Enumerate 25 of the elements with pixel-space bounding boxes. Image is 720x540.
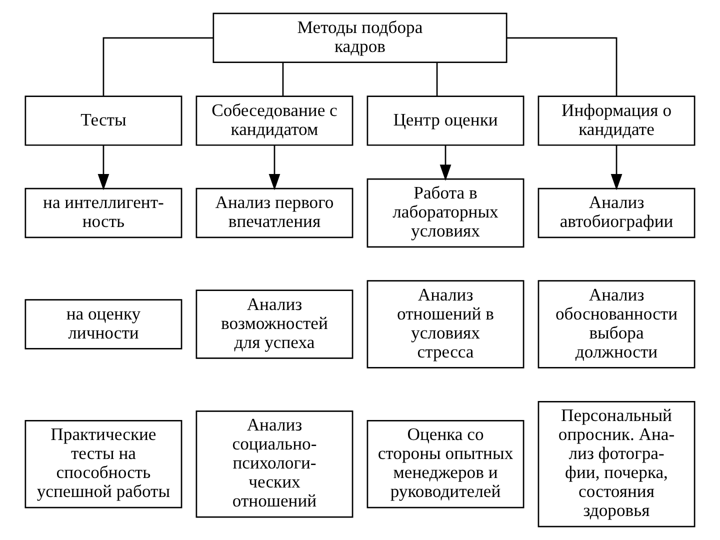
node-box: Практические тесты на способность успешной работы <box>24 420 182 508</box>
connector <box>436 62 438 96</box>
node-box: Тесты <box>24 96 182 146</box>
node-box: Анализ возможностей для успеха <box>196 290 354 359</box>
arrow <box>440 145 452 181</box>
arrow <box>268 145 280 190</box>
node-box: Анализ первого впечатления <box>196 188 354 238</box>
node-box: Персональный опросник. Ана- лиз фотогра- фии, почерка, состояния здоровья <box>538 400 696 528</box>
node-box: Анализ отношений в условиях стресса <box>366 280 524 368</box>
node-box: Оценка со стороны опытных менеджеров и руководителей <box>366 420 524 508</box>
node-box: Анализ обоснованности выбора должности <box>538 280 696 368</box>
node-box: на интеллигент- ность <box>24 188 182 238</box>
connector <box>282 62 284 96</box>
node-box: Работа в лабораторных условиях <box>366 178 524 248</box>
node-box: Методы подбора кадров <box>212 12 508 64</box>
node-box: Собеседование с кандидатом <box>196 96 354 146</box>
node-box: Анализ социально- психологи- ческих отношений <box>196 410 354 518</box>
node-box: Анализ автобиографии <box>538 188 696 238</box>
node-box: Центр оценки <box>366 96 524 146</box>
node-box: Информация о кандидате <box>538 96 696 146</box>
connector <box>506 37 618 96</box>
arrow <box>610 145 622 190</box>
arrow <box>98 145 110 190</box>
connector <box>102 37 214 96</box>
node-box: на оценку личности <box>24 299 182 350</box>
